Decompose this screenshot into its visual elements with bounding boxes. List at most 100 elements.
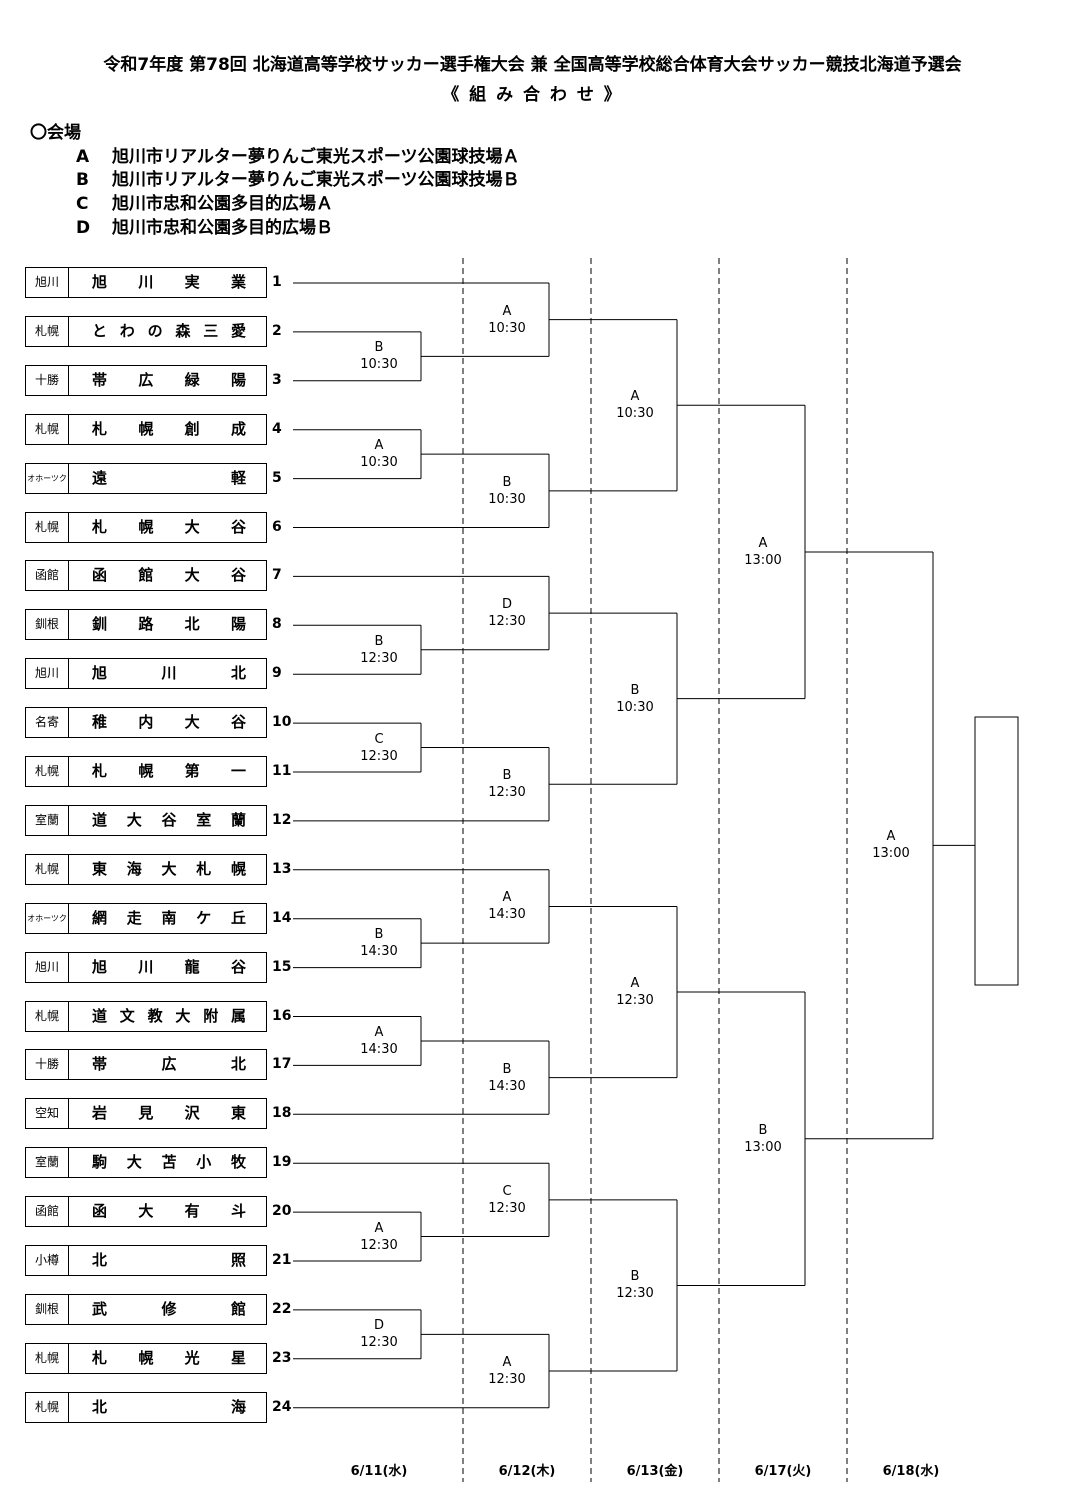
team-region: 旭川	[26, 268, 69, 297]
match-time: 10:30	[360, 455, 398, 471]
match-time: 12:30	[488, 1200, 526, 1216]
match-time: 12:30	[360, 748, 398, 764]
team-name: 北海	[92, 1397, 246, 1416]
seed-number: 1	[272, 274, 282, 290]
team-region: 函館	[26, 561, 69, 591]
team-row: 旭川 旭川北	[25, 658, 267, 690]
team-region: 札幌	[26, 414, 69, 444]
match-venue: A	[502, 1355, 512, 1371]
team-name: 帯広北	[92, 1055, 246, 1074]
match-time: 10:30	[488, 320, 526, 336]
team-row: 札幌 札幌創成	[25, 413, 267, 445]
team-row: 十勝帯広北	[25, 1049, 267, 1081]
venue-name: 旭川市忠和公園多目的広場Ａ	[112, 194, 333, 214]
team-name: 札幌光星	[92, 1348, 246, 1367]
team-name: 札幌創成	[92, 419, 246, 438]
team-region: 札幌	[26, 512, 69, 542]
match-time: 12:30	[360, 1335, 398, 1351]
team-name: 釧路北陽	[92, 615, 246, 634]
team-name: 岩見沢東	[92, 1104, 246, 1123]
match-venue: A	[886, 829, 896, 845]
match-time: 12:30	[488, 614, 526, 630]
team-row: 旭川旭川龍谷	[25, 951, 267, 983]
seed-number: 23	[272, 1349, 292, 1366]
team-region: 名寄	[26, 708, 69, 738]
seed-number: 6	[272, 518, 282, 535]
match-venue: A	[630, 976, 640, 992]
team-row: 札幌 札幌光星	[25, 1342, 267, 1374]
team-region: オホーツク	[26, 463, 69, 493]
team-name: 札幌第一	[92, 762, 246, 780]
seed-number: 7	[272, 567, 282, 584]
venue-name: 旭川市リアルター夢りんご東光スポーツ公園球技場Ａ	[112, 147, 520, 167]
team-name: 帯広緑陽	[92, 370, 246, 389]
team-row: 函館 函館大谷	[25, 560, 267, 592]
team-name: 稚内大谷	[92, 713, 246, 732]
match-venue: B	[374, 633, 384, 649]
match-time: 13:00	[744, 1139, 782, 1155]
venue-name: 旭川市リアルター夢りんご東光スポーツ公園球技場Ｂ	[112, 170, 520, 190]
seed-number: 18	[272, 1105, 292, 1122]
seed-number: 15	[272, 958, 292, 975]
match-time: 10:30	[488, 491, 526, 507]
team-name: 札幌大谷	[92, 517, 246, 536]
seed-number: 16	[272, 1007, 292, 1024]
match-time: 10:30	[360, 357, 398, 373]
team-name: 函館大谷	[92, 566, 246, 585]
match-venue: D	[501, 597, 512, 613]
team-region: 札幌	[26, 1343, 69, 1373]
seed-number: 3	[272, 371, 282, 388]
document-title: 令和7年度 第78回 北海道高等学校サッカー選手権大会 兼 全国高等学校総合体育…	[103, 55, 962, 75]
team-region: 旭川	[26, 659, 69, 689]
team-row: 十勝帯広緑陽	[25, 364, 267, 396]
team-name: とわの森三愛	[92, 321, 246, 340]
team-region: 空知	[26, 1099, 69, 1129]
team-row: 札幌東海大札幌	[25, 853, 267, 885]
venue-item: A 旭川市リアルター夢りんご東光スポーツ公園球技場Ａ	[76, 142, 520, 167]
match-time: 12:30	[360, 650, 398, 666]
team-region: オホーツク	[26, 903, 69, 933]
seed-number: 2	[272, 322, 282, 339]
team-name: 遠軽	[92, 468, 246, 487]
team-region: 室蘭	[26, 805, 69, 835]
team-row: 釧根釧路北陽	[25, 609, 267, 641]
team-row: 名寄 稚内大谷	[25, 707, 267, 739]
match-venue: B	[502, 1061, 512, 1077]
match-time: 10:30	[616, 406, 654, 422]
venue-heading: 〇会場	[30, 123, 81, 143]
team-region: 室蘭	[26, 1148, 69, 1178]
match-time: 12:30	[488, 785, 526, 801]
seed-number: 11	[272, 763, 292, 779]
team-region: 小樽	[26, 1246, 69, 1275]
team-row: オホーツク 遠軽	[25, 462, 267, 494]
seed-number: 4	[272, 420, 282, 437]
venue-code: A	[76, 147, 90, 167]
match-venue: B	[758, 1122, 768, 1138]
team-name: 武修館	[92, 1299, 246, 1318]
team-name: 旭川北	[92, 664, 246, 683]
match-venue: C	[502, 1183, 512, 1199]
team-name: 旭川龍谷	[92, 957, 246, 976]
team-row: 小樽北照	[25, 1245, 267, 1276]
team-name: 駒大苫小牧	[92, 1153, 246, 1172]
team-region: 札幌	[26, 316, 69, 346]
